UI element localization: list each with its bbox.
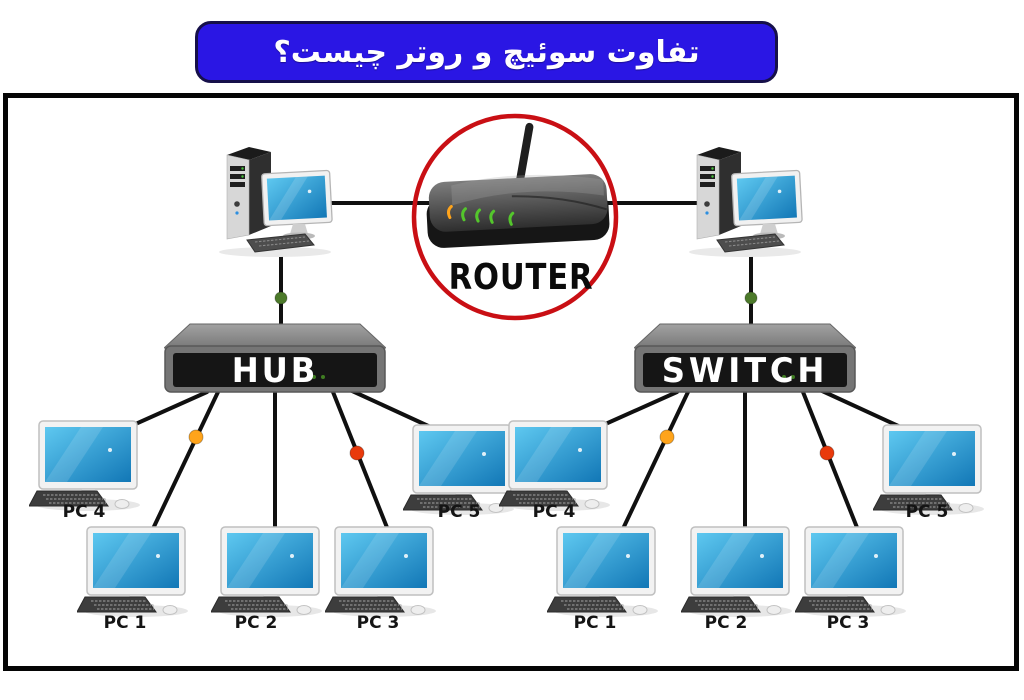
status-dot-orange-right	[659, 429, 675, 445]
wire-switch-pc5	[818, 388, 909, 432]
status-dot-orange-left	[188, 429, 204, 445]
pc-icon-switch-pc1	[547, 526, 659, 618]
pc-label-hub-pc1: PC 1	[103, 613, 147, 633]
connection-wires	[120, 201, 909, 537]
status-dot-red-left	[349, 445, 365, 461]
wire-switch-pc3	[801, 390, 862, 537]
desktop-computer-icon	[688, 146, 803, 257]
status-dot-green-left	[274, 291, 288, 305]
status-dot-red-right	[819, 445, 835, 461]
pc-icon-switch-pc3	[795, 526, 907, 618]
status-dot-green-right	[744, 291, 758, 305]
pc-label-hub-pc2: PC 2	[234, 613, 278, 633]
pc-label-switch-pc5: PC 5	[905, 502, 949, 522]
wire-hub-pc1	[148, 390, 220, 537]
wire-switch-pc1	[618, 390, 690, 537]
switch-label: SWITCH	[661, 351, 829, 391]
pc-icon-hub-pc2	[211, 526, 323, 618]
pc-label-switch-pc4: PC 4	[532, 502, 576, 522]
pc-label-switch-pc3: PC 3	[826, 613, 870, 633]
pc-icon-hub-pc4	[29, 420, 141, 512]
page-title: تفاوت سوئیچ و روتر چیست؟	[273, 34, 700, 70]
pc-label-hub-pc3: PC 3	[356, 613, 400, 633]
pc-icon-switch-pc4	[499, 420, 611, 512]
hub-label: HUB	[231, 351, 319, 391]
pc-label-switch-pc2: PC 2	[704, 613, 748, 633]
router-highlight-circle	[411, 113, 619, 321]
pc-icon-switch-pc2	[681, 526, 793, 618]
pc-label-hub-pc4: PC 4	[62, 502, 106, 522]
pc-label-hub-pc5: PC 5	[437, 502, 481, 522]
wire-hub-pc5	[348, 388, 439, 432]
router-label: ROUTER	[448, 257, 594, 298]
desktop-computer-icon	[218, 146, 333, 257]
pc-label-switch-pc1: PC 1	[573, 613, 617, 633]
wire-hub-pc3	[331, 390, 392, 537]
pc-icon-hub-pc1	[77, 526, 189, 618]
pc-icon-hub-pc3	[325, 526, 437, 618]
title-banner: تفاوت سوئیچ و روتر چیست؟	[195, 21, 778, 83]
